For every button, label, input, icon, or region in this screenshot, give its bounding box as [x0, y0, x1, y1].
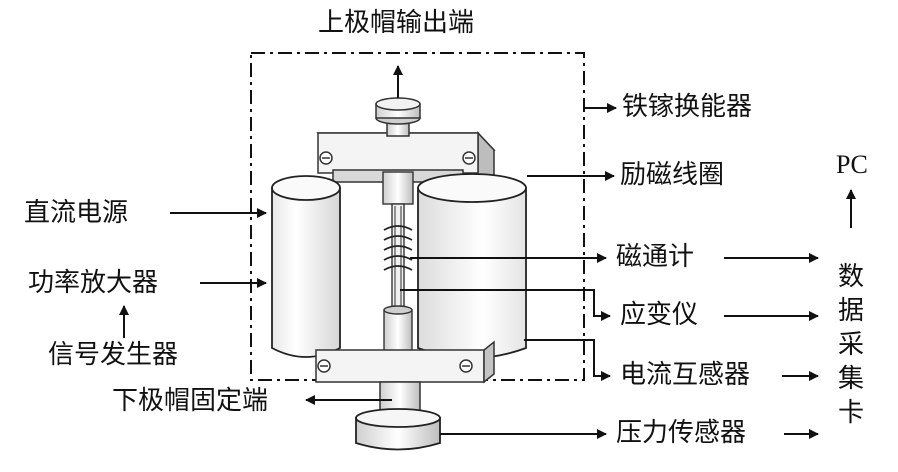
- top-cap-knob: [375, 97, 421, 137]
- daq-char: 据: [837, 296, 864, 326]
- daq-char: 采: [837, 330, 864, 360]
- daq-char: 卡: [837, 398, 864, 428]
- label-fluxmeter: 磁通计: [616, 242, 695, 272]
- label-power-amp: 功率放大器: [28, 268, 159, 298]
- label-daq-card: 数 据 采 集 卡: [836, 260, 866, 430]
- arrow-current: [524, 339, 611, 381]
- label-pressure-sensor: 压力传感器: [616, 418, 747, 448]
- daq-char: 集: [837, 364, 864, 394]
- label-current-transformer: 电流互感器: [620, 360, 751, 390]
- arrow-strain: [400, 289, 611, 321]
- pressure-sensor-puck: [355, 408, 441, 451]
- label-bottom-fixed: 下极帽固定端: [112, 386, 269, 416]
- right-coil: [417, 173, 527, 359]
- label-pc: PC: [836, 150, 868, 179]
- label-dc-power: 直流电源: [24, 198, 129, 228]
- label-transducer: 铁镓换能器: [622, 92, 753, 122]
- left-coil: [271, 175, 341, 358]
- bottom-yoke: [315, 340, 495, 413]
- label-excitation-coil: 励磁线圈: [620, 160, 725, 190]
- label-signal-gen: 信号发生器: [48, 340, 179, 370]
- center-rod: [382, 171, 414, 353]
- daq-char: 数: [837, 262, 864, 292]
- transducer-boundary: [250, 52, 585, 381]
- label-top-output: 上极帽输出端: [318, 8, 475, 38]
- label-strain-gauge: 应变仪: [620, 300, 699, 330]
